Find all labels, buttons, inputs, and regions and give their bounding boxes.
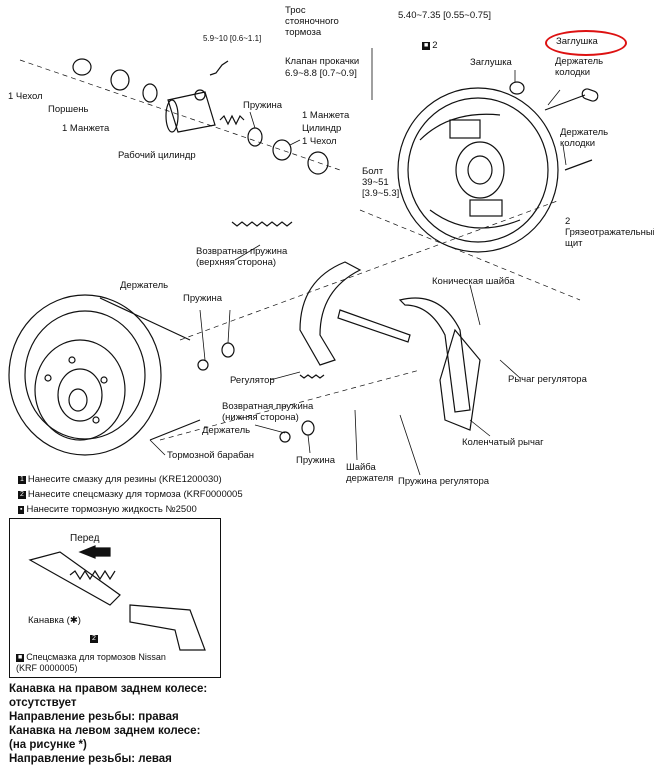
piston-label: Поршень [48,104,89,115]
highlight-circle [545,30,627,56]
cylinder-label: Цилиндр [302,123,342,134]
bleeder-label: Клапан прокачки [285,56,360,67]
regulator-spring-label: Пружина регулятора [398,476,490,487]
grease-tag-icon: 1 [18,476,26,484]
leader-lines [149,48,567,476]
bleeder-small-torque-label: 5.9~10 [0.6~1.1] [203,34,262,43]
cable-label: Трос стояночного тормоза [285,5,339,38]
plug-highlight-label: Заглушка [556,36,598,47]
axis-lines [19,59,581,441]
holder-top-label: Держатель колодки [555,56,604,78]
holder-mid-label: Держатель колодки [560,127,609,149]
spring-top-label: Пружина [243,100,283,111]
bleeder-torque-label: 6.9~8.8 [0.7~0.9] [285,68,357,79]
brake-drum-label: Тормозной барабан [167,450,254,461]
legend-item: ▪Нанесите тормозную жидкость №2500 [18,504,197,515]
regulator-lever-label: Рычаг регулятора [508,374,587,385]
cable-torque-label: 5.40~7.35 [0.55~0.75] [398,10,491,21]
cup-right-label: 1 Манжета [302,110,350,121]
bell-crank-label: Коленчатый рычаг [462,437,544,448]
holder-bottom-label: Держатель [202,425,251,436]
brake-drum-drawing [8,294,201,456]
regulator-label: Регулятор [230,375,275,386]
bottom-line: (на рисунке *) [9,739,87,751]
groove-label: Канавка (✱) [28,615,81,626]
splash-shield-label: 2 Грязеотражательный щит [565,216,654,249]
front-label: Перед [70,533,100,544]
boot-left-label: 1 Чехол [8,91,43,102]
spring-bottom-label: Пружина [296,455,336,466]
wheel-cylinder-drawing [72,58,329,175]
boot-right-label: 1 Чехол [302,136,337,147]
cone-washer-label: Коническая шайба [432,276,515,287]
grease-tag-icon: ■ [16,654,25,662]
spring-left-label: Пружина [183,293,223,304]
bottom-line: Направление резьбы: правая [9,711,179,723]
holder-washer-label: Шайба держателя [346,462,394,484]
bottom-line: Канавка на левом заднем колесе: [9,725,201,737]
inset-tag: 2 [90,635,98,643]
brake-shoes-drawing [299,261,481,431]
return-spring-upper-label: Возвратная пружина (верхняя сторона) [196,246,288,268]
inset-note: ■Спецсмазка для тормозов Nissan (KRF 000… [16,652,166,673]
grease-tag-icon: ■ [422,42,431,50]
cable-tag-label: ■2 [422,40,438,51]
cup-left-label: 1 Манжета [62,123,110,134]
bolt-label: Болт 39~51 [3.9~5.3] [362,166,400,199]
holder-left-label: Держатель [120,280,169,291]
return-spring-lower-label: Возвратная пружина (нижняя сторона) [222,401,314,423]
inset-adjuster-drawing [28,545,206,651]
plug-top-label: Заглушка [470,57,512,68]
adjuster-inset: Перед Канавка (✱) 2 ■Спецсмазка для торм… [9,518,221,678]
bottom-line: Направление резьбы: левая [9,753,172,765]
bottom-line: отсутствует [9,697,77,709]
wheel-cylinder-label: Рабочий цилиндр [118,150,196,161]
bottom-line: Канавка на правом заднем колесе: [9,683,208,695]
backing-plate-drawing [397,87,559,253]
fluid-tag-icon: ▪ [18,506,25,514]
grease-tag-icon: 2 [18,491,26,499]
